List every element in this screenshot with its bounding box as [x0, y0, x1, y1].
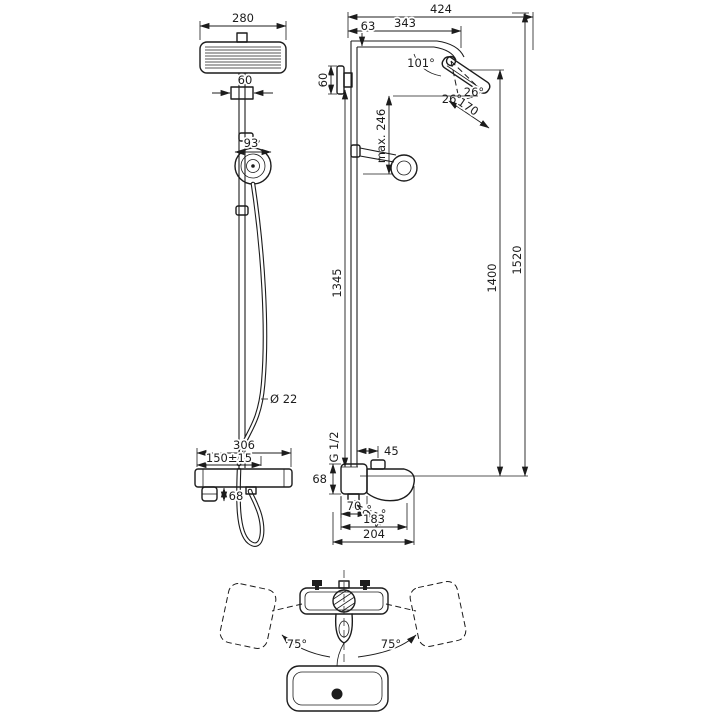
side-dim-knob-offset: 45	[356, 442, 400, 460]
front-view: 280 60 93	[194, 9, 299, 547]
dim-204: 204	[363, 527, 385, 541]
front-wall-bracket	[230, 86, 254, 100]
side-pipe-and-arm	[350, 40, 465, 467]
top-knob-right	[360, 580, 370, 586]
dim-75-left: 75°	[287, 637, 307, 651]
dim-101: 101°	[407, 56, 435, 70]
side-dim-shelf-depth: 183	[340, 497, 408, 531]
side-dim-max-height: max. 246	[363, 95, 478, 175]
front-hose: Ø 22	[236, 181, 299, 547]
dim-343: 343	[394, 16, 416, 30]
dim-26-right: 26°	[464, 85, 484, 99]
front-dim-hand-shower: 93	[234, 134, 272, 156]
label-thread: G 1/2	[327, 431, 341, 462]
dim-1520: 1520	[510, 245, 524, 274]
dim-1345: 1345	[330, 268, 344, 297]
side-dim-1345: 1345	[328, 89, 358, 468]
dim-424: 424	[430, 2, 452, 16]
side-dim-1400: 1400	[470, 69, 504, 477]
top-pipe-section	[332, 589, 356, 613]
front-slider-clamp	[235, 205, 249, 216]
top-swivel-arcs: 75° 75°	[281, 634, 417, 658]
dim-45: 45	[384, 444, 399, 458]
dim-60-side: 60	[316, 73, 330, 88]
top-view: 75° 75°	[219, 570, 467, 712]
front-shelf-valve	[194, 468, 293, 502]
side-dim-total-reach: 424	[347, 0, 534, 50]
side-dim-total-depth: 204	[332, 486, 415, 546]
top-handshower-holder	[334, 613, 354, 667]
side-valve-body	[340, 463, 368, 495]
dim-60-front: 60	[238, 73, 253, 87]
label-hose-diameter: Ø 22	[270, 392, 297, 406]
dim-75-right: 75°	[381, 637, 401, 651]
top-swivel-right-position	[409, 581, 467, 647]
front-dim-tolerance: 150±15	[196, 449, 262, 469]
dim-183: 183	[363, 512, 385, 526]
dim-max246: max. 246	[374, 109, 388, 163]
dim-68-front: 68	[229, 489, 244, 503]
dim-280: 280	[232, 11, 254, 25]
side-diverter-knob	[370, 459, 386, 470]
front-dim-bracket-width: 60	[212, 71, 273, 97]
front-overhead-shower	[199, 32, 287, 74]
dim-306: 306	[233, 438, 255, 452]
dim-63: 63	[361, 19, 376, 33]
side-dim-head-drop: 63	[358, 17, 377, 47]
top-swivel-leaders	[271, 603, 417, 612]
side-dim-thread: G 1/2	[325, 430, 343, 465]
side-dim-valve-height: 68	[311, 463, 341, 495]
side-valve-shelf	[340, 459, 415, 508]
side-overhead-shower: 26° 26° 101° 170	[405, 53, 491, 129]
side-dim-arm-reach: 343	[347, 14, 462, 48]
front-dim-valve-height: 68	[220, 487, 245, 505]
dim-93: 93	[244, 136, 259, 150]
front-pipe	[230, 73, 254, 468]
dim-70: 70	[347, 499, 362, 513]
dim-1400: 1400	[485, 263, 499, 292]
top-overhead-shower	[286, 665, 389, 712]
front-hose-outlet	[245, 486, 257, 495]
front-dim-shelf-width: 306	[196, 436, 292, 467]
top-knob-left	[312, 580, 322, 586]
side-view: 26° 26° 101° 170 424 343 63 60	[311, 0, 534, 546]
pipe-section-hatch	[333, 590, 355, 612]
side-hand-shower	[350, 144, 418, 182]
top-center-knob	[338, 580, 350, 589]
dim-68-side: 68	[312, 472, 327, 486]
side-dim-1520: 1520	[360, 12, 529, 477]
dim-150: 150±15	[206, 451, 252, 465]
front-dim-head-width: 280	[199, 9, 287, 40]
side-wall-bracket: 60	[314, 65, 353, 95]
top-ball-joint	[331, 688, 343, 700]
top-swivel-left-position	[219, 583, 277, 649]
side-shelf-profile	[366, 468, 415, 502]
top-shelf	[299, 580, 389, 615]
